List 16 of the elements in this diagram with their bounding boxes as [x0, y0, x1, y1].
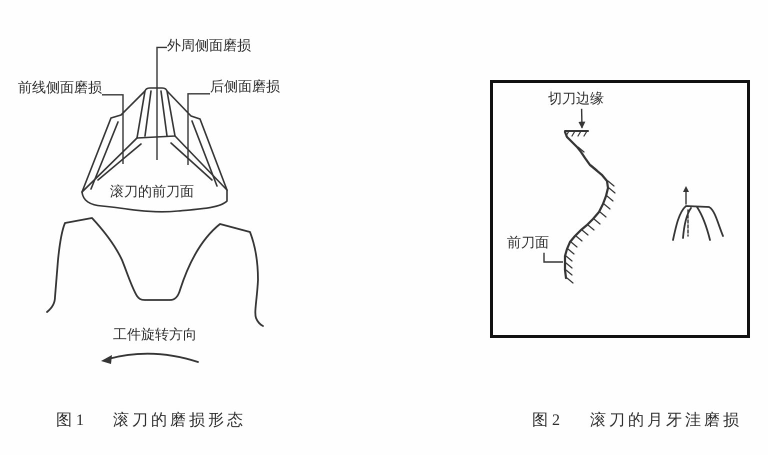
callout-label: 切刀边缘: [548, 92, 604, 109]
callout-label: 前刀面: [507, 236, 549, 253]
direction-label: 工件旋转方向: [113, 328, 197, 345]
figure-caption: 滚刀的磨损形态: [113, 411, 246, 430]
figure-caption: 滚刀的月牙洼磨损: [590, 411, 742, 430]
leader-arrow: [578, 108, 586, 129]
leader-line: [187, 93, 210, 165]
figure-number: 图 2: [532, 411, 560, 430]
leader-line: [543, 252, 563, 263]
callout-label: 外周侧面磨损: [167, 39, 251, 56]
leader-line: [156, 46, 167, 160]
part-label: 滚刀的前刀面: [110, 185, 194, 202]
callout-label: 后侧面磨损: [210, 80, 280, 97]
callout-label: 前线侧面磨损: [18, 81, 102, 98]
leader-line: [102, 94, 124, 164]
figure-number: 图 1: [56, 411, 84, 430]
